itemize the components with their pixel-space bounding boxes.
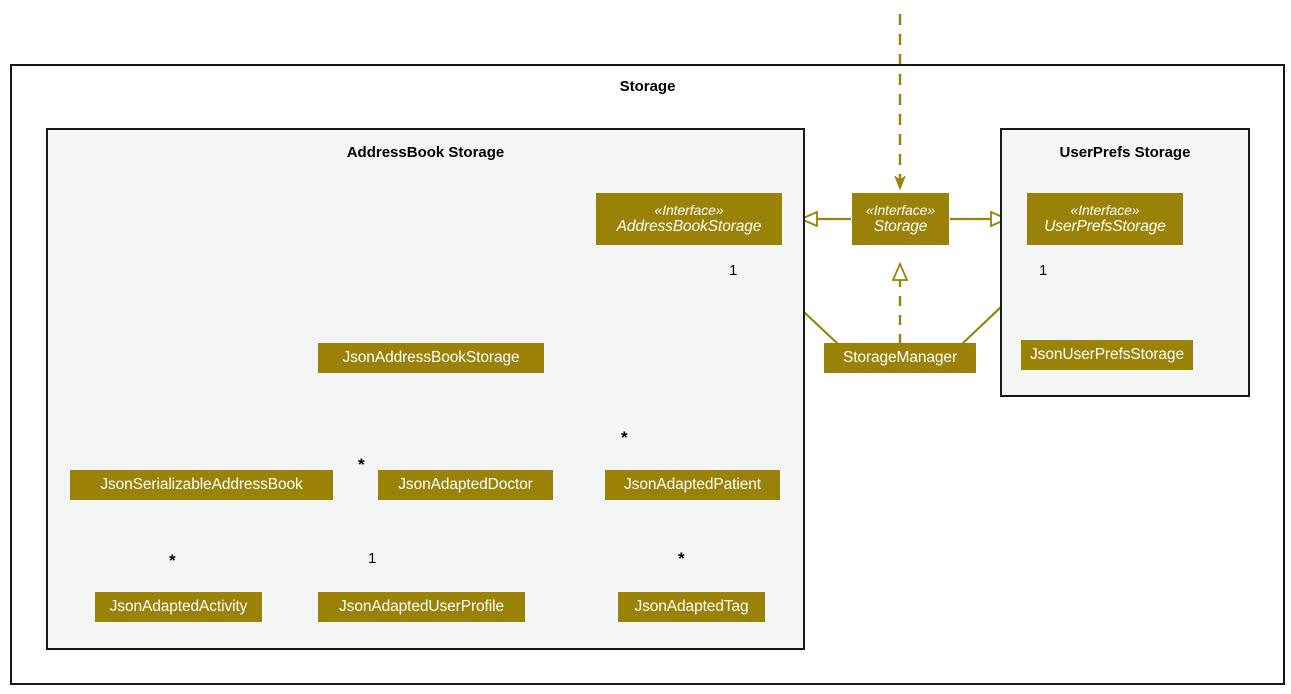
class-userprefsstorage-name: UserPrefsStorage	[1044, 218, 1166, 236]
class-jsonadaptedactivity-name: JsonAdaptedActivity	[109, 597, 248, 615]
class-jsonadaptedtag-name: JsonAdaptedTag	[634, 597, 749, 615]
panel-userprefs-storage-title: UserPrefs Storage	[1059, 144, 1191, 161]
class-jsonadaptedpatient[interactable]: JsonAdaptedPatient	[605, 470, 780, 500]
class-jsonadapteddoctor[interactable]: JsonAdaptedDoctor	[378, 470, 553, 500]
class-jsonadaptedtag[interactable]: JsonAdaptedTag	[618, 592, 765, 622]
class-jsonadapteduserprofile[interactable]: JsonAdaptedUserProfile	[318, 592, 525, 622]
panel-addressbook-storage-title: AddressBook Storage	[346, 144, 505, 161]
class-jsonaddressbookstorage-name: JsonAddressBookStorage	[342, 348, 520, 366]
class-userprefsstorage[interactable]: «Interface» UserPrefsStorage	[1027, 193, 1183, 245]
multiplicity-jsonadaptedpatient-jsonadaptedtag: *	[678, 549, 685, 568]
class-storage-name: Storage	[873, 218, 928, 236]
class-jsonserializableaddressbook-name: JsonSerializableAddressBook	[100, 475, 303, 493]
class-jsonadapteddoctor-name: JsonAdaptedDoctor	[398, 475, 533, 493]
multiplicity-sab-jsonadapteddoctor: *	[358, 455, 365, 474]
multiplicity-sab-jsonadaptedpatient: *	[621, 428, 628, 447]
multiplicity-storagemanager-addressbookstorage: 1	[729, 262, 738, 279]
class-jsonserializableaddressbook[interactable]: JsonSerializableAddressBook	[70, 470, 333, 500]
class-jsonadapteduserprofile-name: JsonAdaptedUserProfile	[339, 597, 504, 615]
class-userprefsstorage-stereotype: «Interface»	[1070, 201, 1140, 218]
multiplicity-sab-jsonadaptedactivity: *	[169, 551, 176, 570]
class-addressbookstorage-stereotype: «Interface»	[654, 201, 724, 218]
class-storage[interactable]: «Interface» Storage	[852, 193, 949, 245]
multiplicity-sab-jsonadapteduserprofile: 1	[368, 550, 377, 567]
class-addressbookstorage-name: AddressBookStorage	[616, 218, 762, 236]
class-jsonadaptedactivity[interactable]: JsonAdaptedActivity	[95, 592, 262, 622]
class-addressbookstorage[interactable]: «Interface» AddressBookStorage	[596, 193, 782, 245]
class-storagemanager-name: StorageManager	[842, 348, 958, 366]
class-storagemanager[interactable]: StorageManager	[824, 343, 976, 373]
class-jsonadaptedpatient-name: JsonAdaptedPatient	[624, 475, 761, 493]
class-jsonaddressbookstorage[interactable]: JsonAddressBookStorage	[318, 343, 544, 373]
class-jsonuserprefsstorage-name: JsonUserPrefsStorage	[1030, 345, 1184, 363]
class-storage-stereotype: «Interface»	[866, 201, 935, 218]
frame-storage	[10, 64, 1285, 685]
frame-storage-title: Storage	[619, 78, 676, 95]
multiplicity-storagemanager-userprefsstorage: 1	[1039, 262, 1048, 279]
class-jsonuserprefsstorage[interactable]: JsonUserPrefsStorage	[1021, 340, 1193, 370]
